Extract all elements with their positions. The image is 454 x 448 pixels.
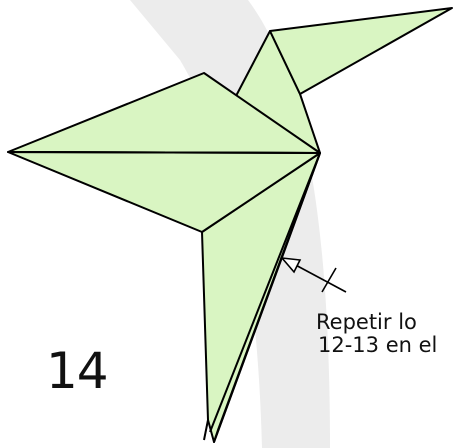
instruction-line-1: Repetir lo xyxy=(316,311,437,334)
repeat-instruction: Repetir lo 12-13 en el xyxy=(316,311,437,357)
wing-center-fold xyxy=(8,152,320,153)
instruction-line-2: 12-13 en el xyxy=(318,334,437,357)
step-number: 14 xyxy=(46,346,108,396)
head xyxy=(270,8,452,94)
tail-inner-line xyxy=(204,420,208,440)
